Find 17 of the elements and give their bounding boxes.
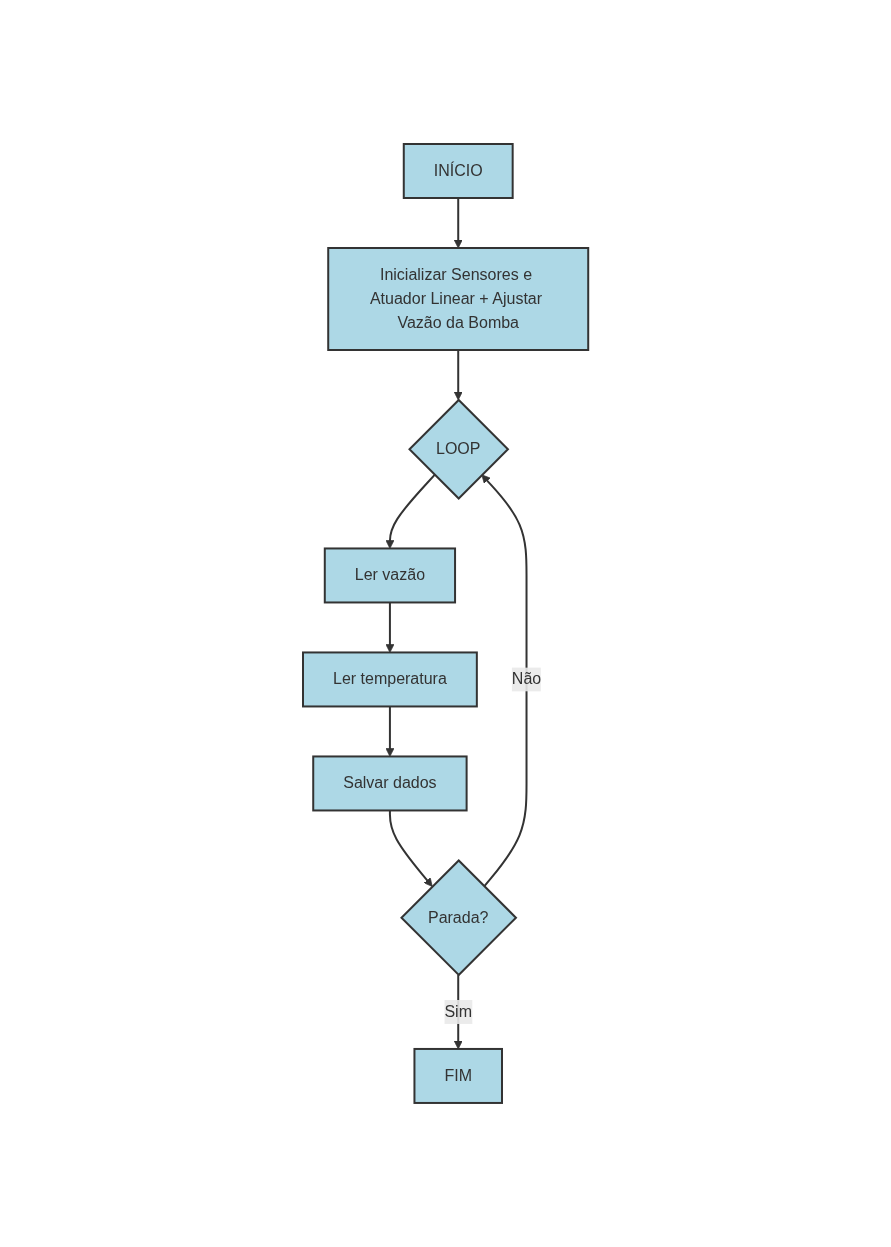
node-box: INÍCIO [402, 143, 514, 199]
arrow [385, 473, 436, 549]
node-box: FIM [413, 1047, 503, 1104]
node-box: Salvar dados [312, 755, 468, 812]
edge-label: Sim [444, 1002, 472, 1020]
arrow [453, 349, 463, 401]
arrow [388, 809, 433, 887]
node-box: Ler vazão [323, 547, 456, 604]
arrow [481, 474, 528, 888]
arrow [385, 601, 395, 653]
arrow [385, 705, 395, 757]
edge-label: Não [511, 670, 542, 688]
node-diamond: LOOP [407, 398, 510, 500]
node-box: Ler temperatura [301, 651, 478, 708]
arrow [453, 197, 463, 249]
node-diamond: Parada? [399, 859, 518, 977]
node-box: Inicializar Sensores e Atuador Linear + Ajustar Vazão da Bomba [327, 247, 590, 351]
